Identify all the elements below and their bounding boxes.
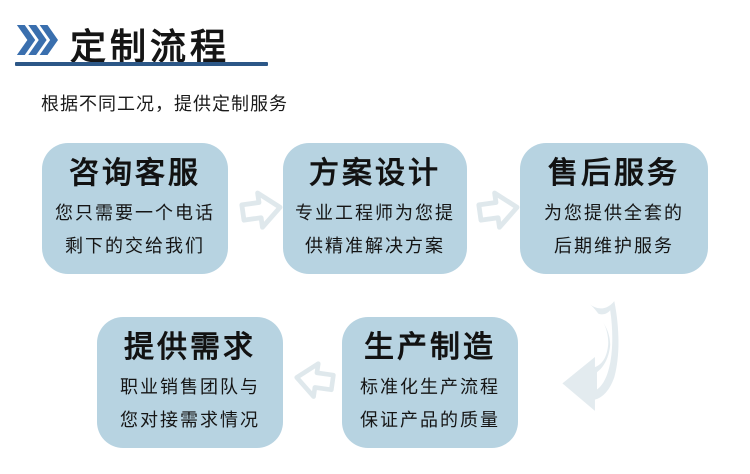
step-title: 咨询客服	[69, 157, 201, 190]
page-title: 定制流程	[70, 26, 231, 67]
flow-step-production: 生产制造 标准化生产流程 保证产品的质量	[342, 317, 518, 448]
step-description: 专业工程师为您提 供精准解决方案	[295, 203, 455, 257]
arrow-right-icon	[239, 190, 283, 230]
flow-step-consult: 咨询客服 您只需要一个电话 剩下的交给我们	[42, 143, 228, 274]
step-description: 标准化生产流程 保证产品的质量	[360, 377, 500, 431]
flow-step-aftersales: 售后服务 为您提供全套的 后期维护服务	[520, 143, 708, 274]
step-title: 生产制造	[364, 331, 496, 364]
step-title: 方案设计	[309, 157, 441, 190]
bent-arrow-down-left-icon	[562, 301, 619, 411]
arrow-right-icon	[476, 190, 520, 230]
section-subtitle: 根据不同工况，提供定制服务	[41, 94, 288, 114]
arrow-left-icon	[294, 361, 336, 399]
title-underline	[15, 62, 268, 66]
step-description: 您只需要一个电话 剩下的交给我们	[55, 203, 215, 257]
flow-step-requirements: 提供需求 职业销售团队与 您对接需求情况	[97, 317, 283, 448]
triple-chevron-icon	[16, 25, 58, 55]
step-title: 售后服务	[548, 157, 680, 190]
flow-step-design: 方案设计 专业工程师为您提 供精准解决方案	[283, 143, 467, 274]
step-description: 职业销售团队与 您对接需求情况	[120, 377, 260, 431]
step-title: 提供需求	[124, 331, 256, 364]
step-description: 为您提供全套的 后期维护服务	[544, 203, 684, 257]
